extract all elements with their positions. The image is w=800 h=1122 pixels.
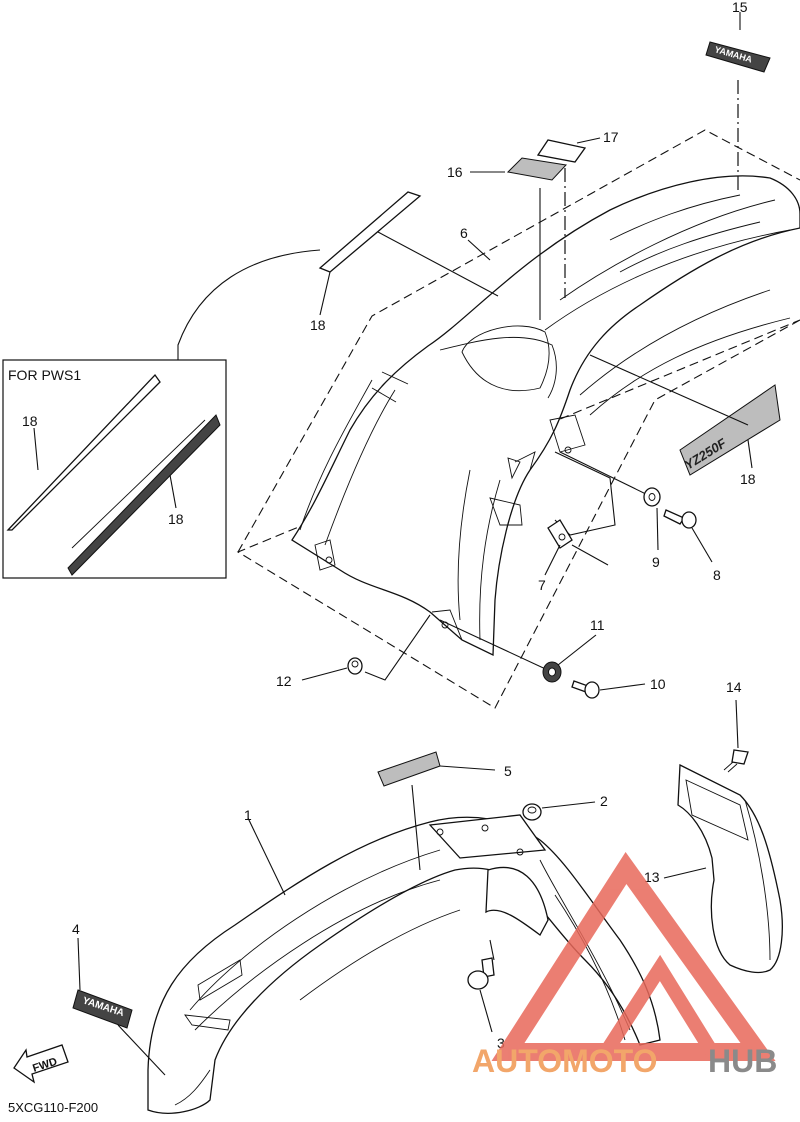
callout-16: 16 (447, 164, 463, 180)
callout-11: 11 (590, 617, 605, 633)
callout-18-right: 18 (740, 471, 756, 487)
callout-1: 1 (244, 807, 252, 823)
callout-9: 9 (652, 554, 660, 570)
callout-5: 5 (504, 763, 512, 779)
svg-text:AUTOMOTO: AUTOMOTO (472, 1043, 657, 1079)
callout-18-inset-right: 18 (168, 511, 184, 527)
yamaha-decal-4: YAMAHA (72, 989, 133, 1029)
callout-6: 6 (460, 225, 468, 241)
callout-18-upper: 18 (310, 317, 326, 333)
watermark-text: AUTOMOTO HUB (472, 1043, 777, 1079)
rear-fender (291, 175, 800, 657)
washer-9 (643, 487, 661, 507)
pad-17 (536, 139, 587, 163)
watermark-logo (491, 851, 776, 1061)
callout-18-inset-left: 18 (22, 413, 38, 429)
inset-strip-decal-1 (6, 373, 161, 531)
inset-box: FOR PWS1 (2, 359, 227, 579)
bolt-3 (467, 957, 495, 990)
callout-15: 15 (732, 0, 748, 15)
clip-nut-7 (547, 519, 573, 549)
fork-guard-13 (677, 763, 783, 974)
callout-12: 12 (276, 673, 292, 689)
drawing-code: 5XCG110-F200 (8, 1100, 98, 1115)
bolt-10 (571, 680, 600, 699)
callout-4: 4 (72, 921, 80, 937)
callout-8: 8 (713, 567, 721, 583)
callout-10: 10 (650, 676, 666, 692)
callout-2: 2 (600, 793, 608, 809)
callout-7: 7 (538, 577, 546, 593)
bolt-8 (663, 509, 697, 529)
strip-decal-18 (318, 191, 422, 273)
front-decal-5 (377, 751, 441, 787)
collar-12 (347, 657, 363, 675)
svg-text:HUB: HUB (708, 1043, 777, 1079)
washer-11 (542, 661, 562, 683)
callout-14: 14 (726, 679, 742, 695)
inset-title: FOR PWS1 (8, 367, 81, 383)
callout-3: 3 (497, 1035, 505, 1051)
top-decal-15: YAMAHA (705, 41, 771, 73)
callout-17: 17 (603, 129, 619, 145)
nut-2 (522, 803, 542, 821)
callout-13: 13 (644, 869, 660, 885)
inset-strip-decal-2 (67, 414, 221, 576)
fwd-arrow-icon: FWD (13, 1044, 69, 1084)
screw-14 (723, 749, 749, 773)
pad-16 (506, 157, 568, 181)
side-decal-18: YZ250F (679, 384, 781, 476)
